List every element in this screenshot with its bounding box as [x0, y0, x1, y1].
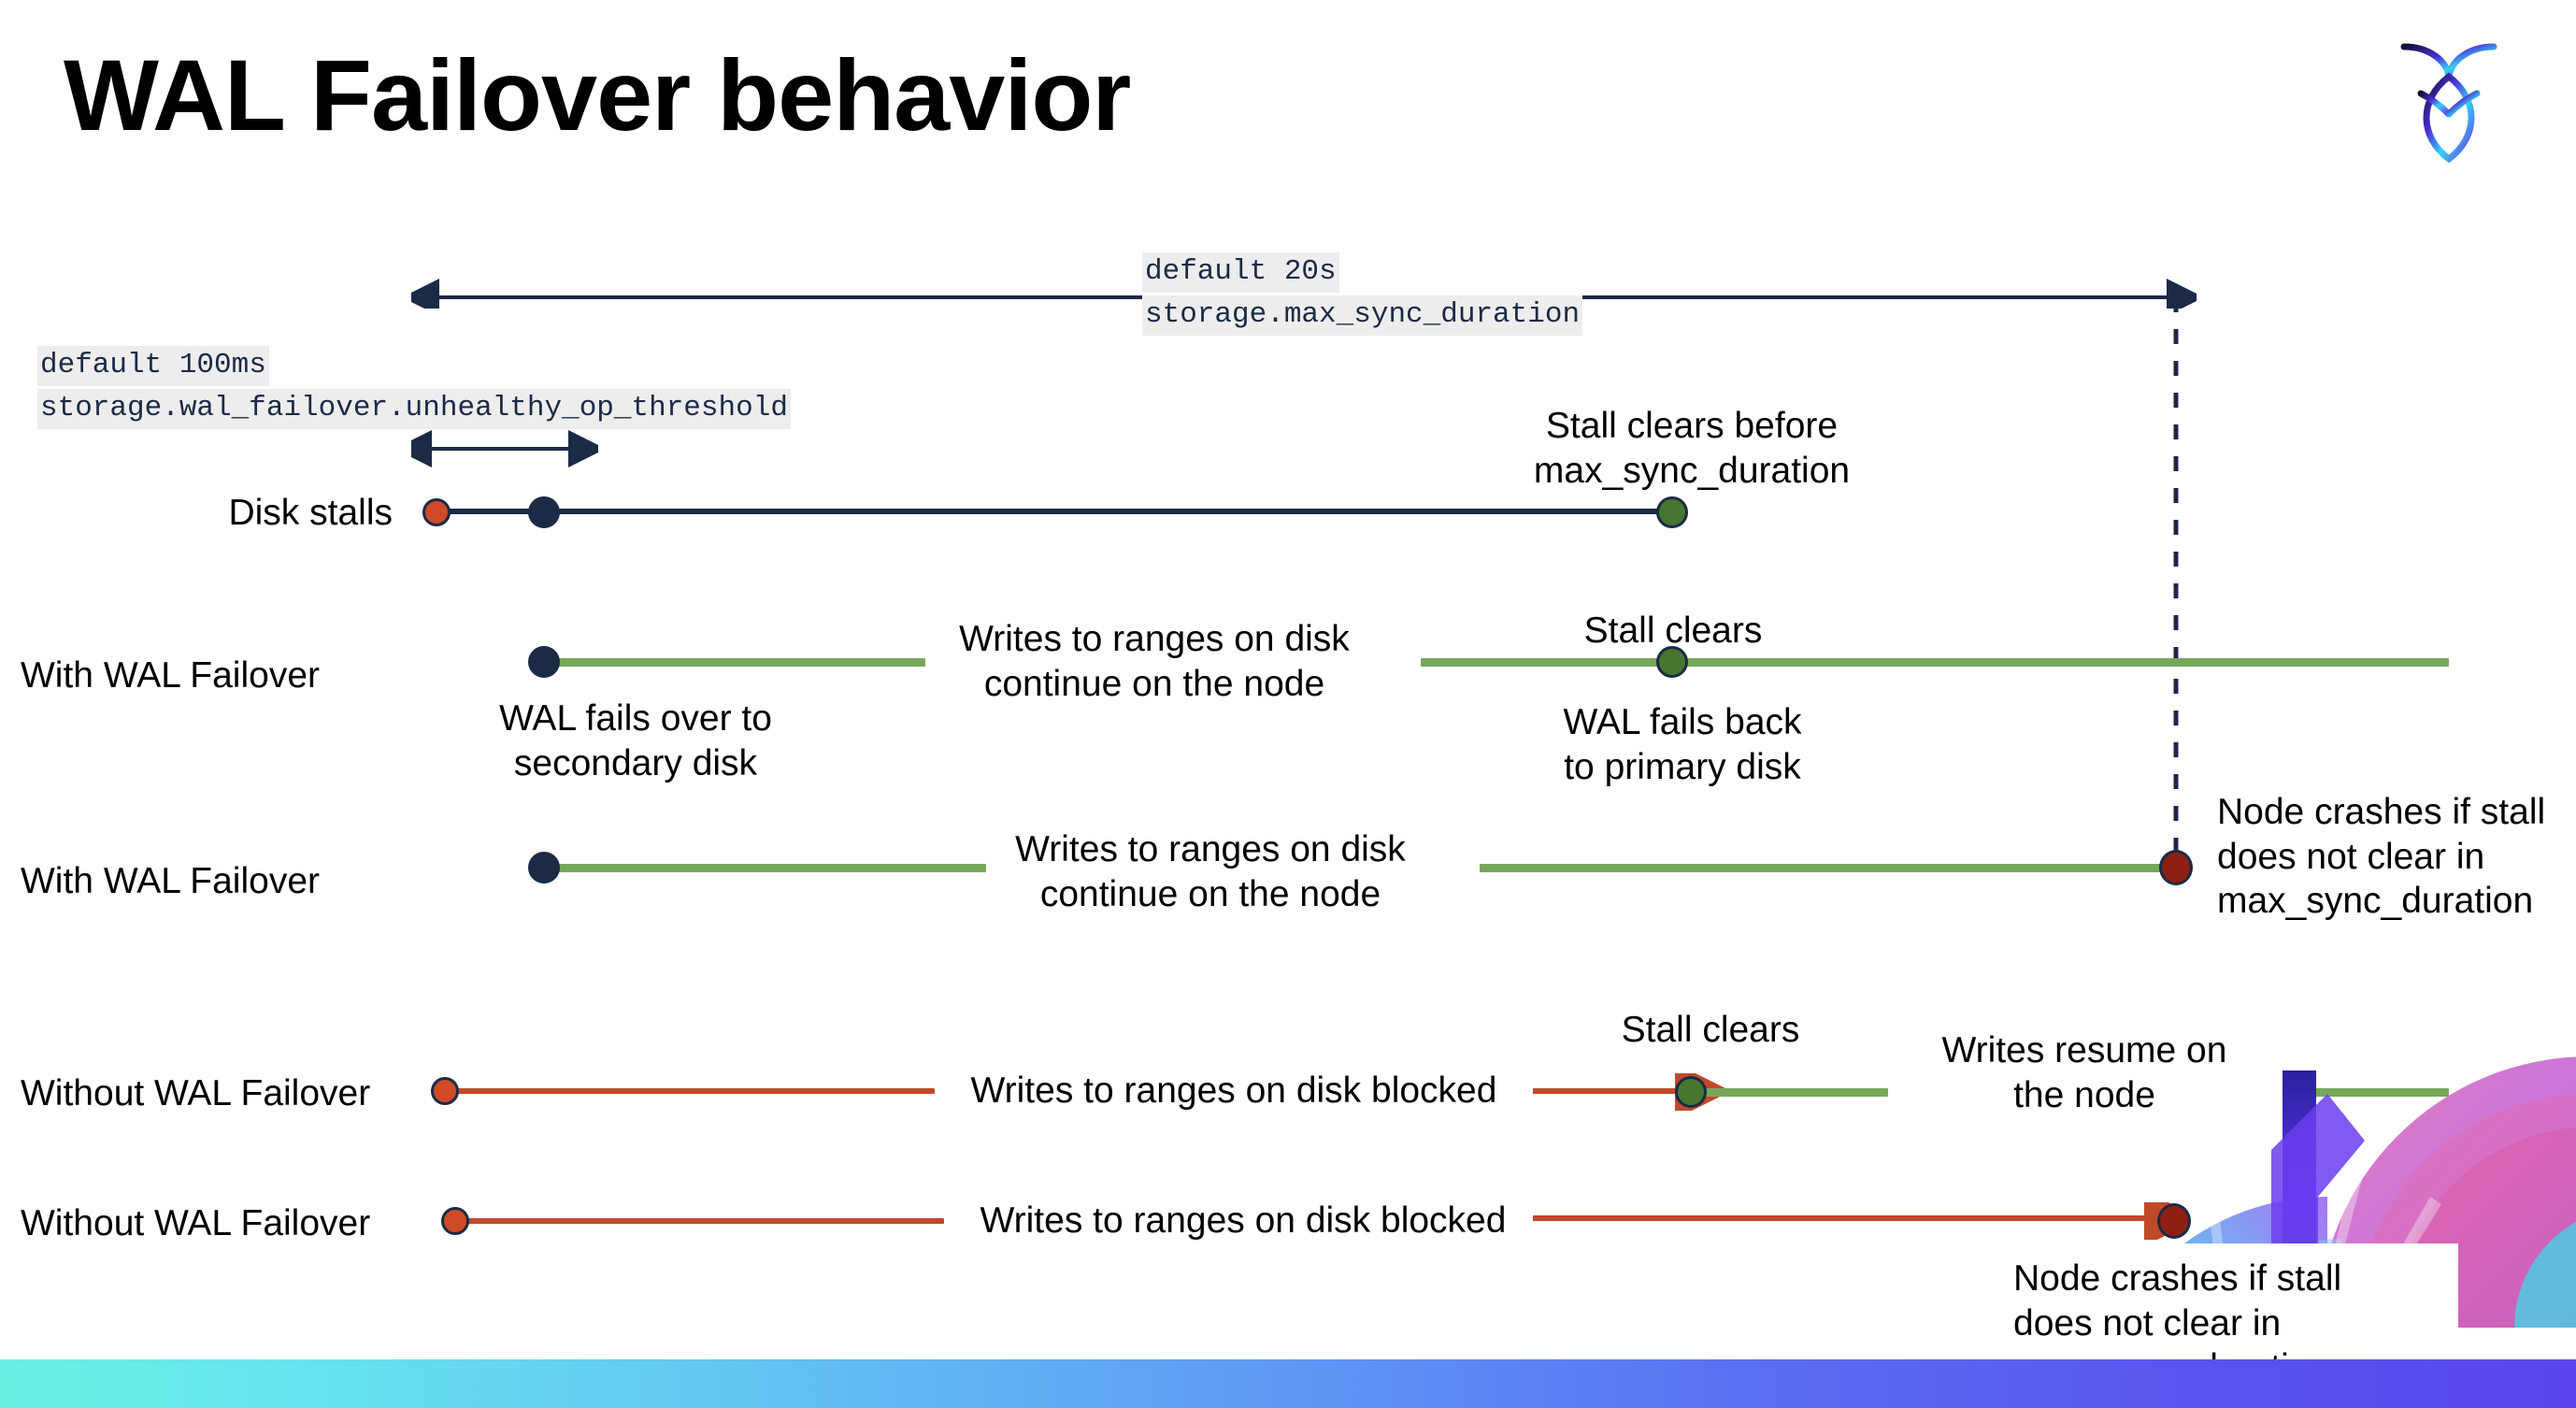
row-label-with-wal-failover-1: With WAL Failover: [21, 655, 320, 696]
with-failover-1-line-right: [1421, 658, 2449, 667]
with-failover-1-line-left: [542, 658, 925, 667]
without-failover-2-line-red-left: [458, 1218, 944, 1224]
with-failover-1-stall-clears-dot: [1656, 646, 1688, 678]
annotation-writes-continue-1: Writes to ranges on disk continue on the…: [959, 619, 1350, 704]
annotation-writes-blocked-1: Writes to ranges on disk blocked: [970, 1070, 1497, 1111]
disk-stall-clears-dot: [1656, 496, 1688, 528]
annotation-stall-clears-before-max-sync: Stall clears before max_sync_duration: [1533, 406, 1851, 491]
row-label-without-wal-failover-2: Without WAL Failover: [21, 1203, 371, 1243]
disk-stall-threshold-dot: [528, 496, 560, 528]
without-failover-2-stall-begin-dot: [441, 1207, 469, 1235]
max-sync-setting-name: storage.max_sync_duration: [1142, 295, 1583, 336]
annotation-stall-clears-1: Stall clears: [1583, 611, 1763, 651]
without-failover-1-stall-begin-dot: [431, 1077, 459, 1105]
annotation-writes-continue-2: Writes to ranges on disk continue on the…: [1015, 829, 1406, 914]
cockroachdb-logo-icon: [2400, 43, 2497, 164]
annotation-stall-clears-2: Stall clears: [1621, 1010, 1800, 1050]
annotation-writes-resume: Writes resume on the node: [1941, 1030, 2227, 1115]
unhealthy-op-default-label: default 100ms: [37, 346, 269, 386]
without-failover-1-line-green-mid: [1701, 1088, 1888, 1097]
disk-stalls-line: [439, 509, 1678, 514]
annotation-wal-fails-over-secondary: WAL fails over to secondary disk: [499, 698, 772, 783]
with-failover-2-line-left: [542, 864, 986, 872]
bottom-gradient-bar: [0, 1359, 2576, 1408]
without-failover-1-line-green-right: [2290, 1088, 2449, 1097]
row-label-without-wal-failover-1: Without WAL Failover: [21, 1073, 371, 1113]
without-failover-1-stall-clears-dot: [1675, 1076, 1707, 1108]
page-title: WAL Failover behavior: [64, 38, 1131, 151]
unhealthy-op-threshold-arrow: [411, 430, 598, 467]
row-label-with-wal-failover-2: With WAL Failover: [21, 861, 320, 901]
disk-stall-begin-dot: [422, 498, 451, 526]
without-failover-2-node-crash-dot: [2157, 1203, 2191, 1239]
max-sync-dropline: [2173, 297, 2179, 883]
max-sync-duration-setting-chip: default 20s storage.max_sync_duration: [1142, 252, 1583, 338]
with-failover-1-failover-dot: [528, 646, 560, 678]
without-failover-1-red-arrow: [1533, 1073, 1731, 1111]
annotation-writes-blocked-2: Writes to ranges on disk blocked: [980, 1200, 1507, 1241]
unhealthy-op-threshold-setting-chip: default 100ms storage.wal_failover.unhea…: [37, 346, 791, 432]
without-failover-2-red-arrow: [1533, 1202, 2187, 1240]
max-sync-default-label: default 20s: [1142, 252, 1339, 293]
unhealthy-op-setting-name: storage.wal_failover.unhealthy_op_thresh…: [37, 388, 791, 429]
without-failover-1-line-red-left: [449, 1088, 935, 1094]
annotation-wal-fails-back-primary: WAL fails back to primary disk: [1563, 702, 1802, 787]
with-failover-2-failover-dot: [528, 852, 560, 884]
annotation-node-crashes-1: Node crashes if stall does not clear in …: [2217, 792, 2546, 922]
with-failover-2-node-crash-dot: [2159, 850, 2193, 885]
with-failover-2-line-right: [1480, 864, 2171, 872]
row-label-disk-stalls: Disk stalls: [228, 493, 393, 533]
